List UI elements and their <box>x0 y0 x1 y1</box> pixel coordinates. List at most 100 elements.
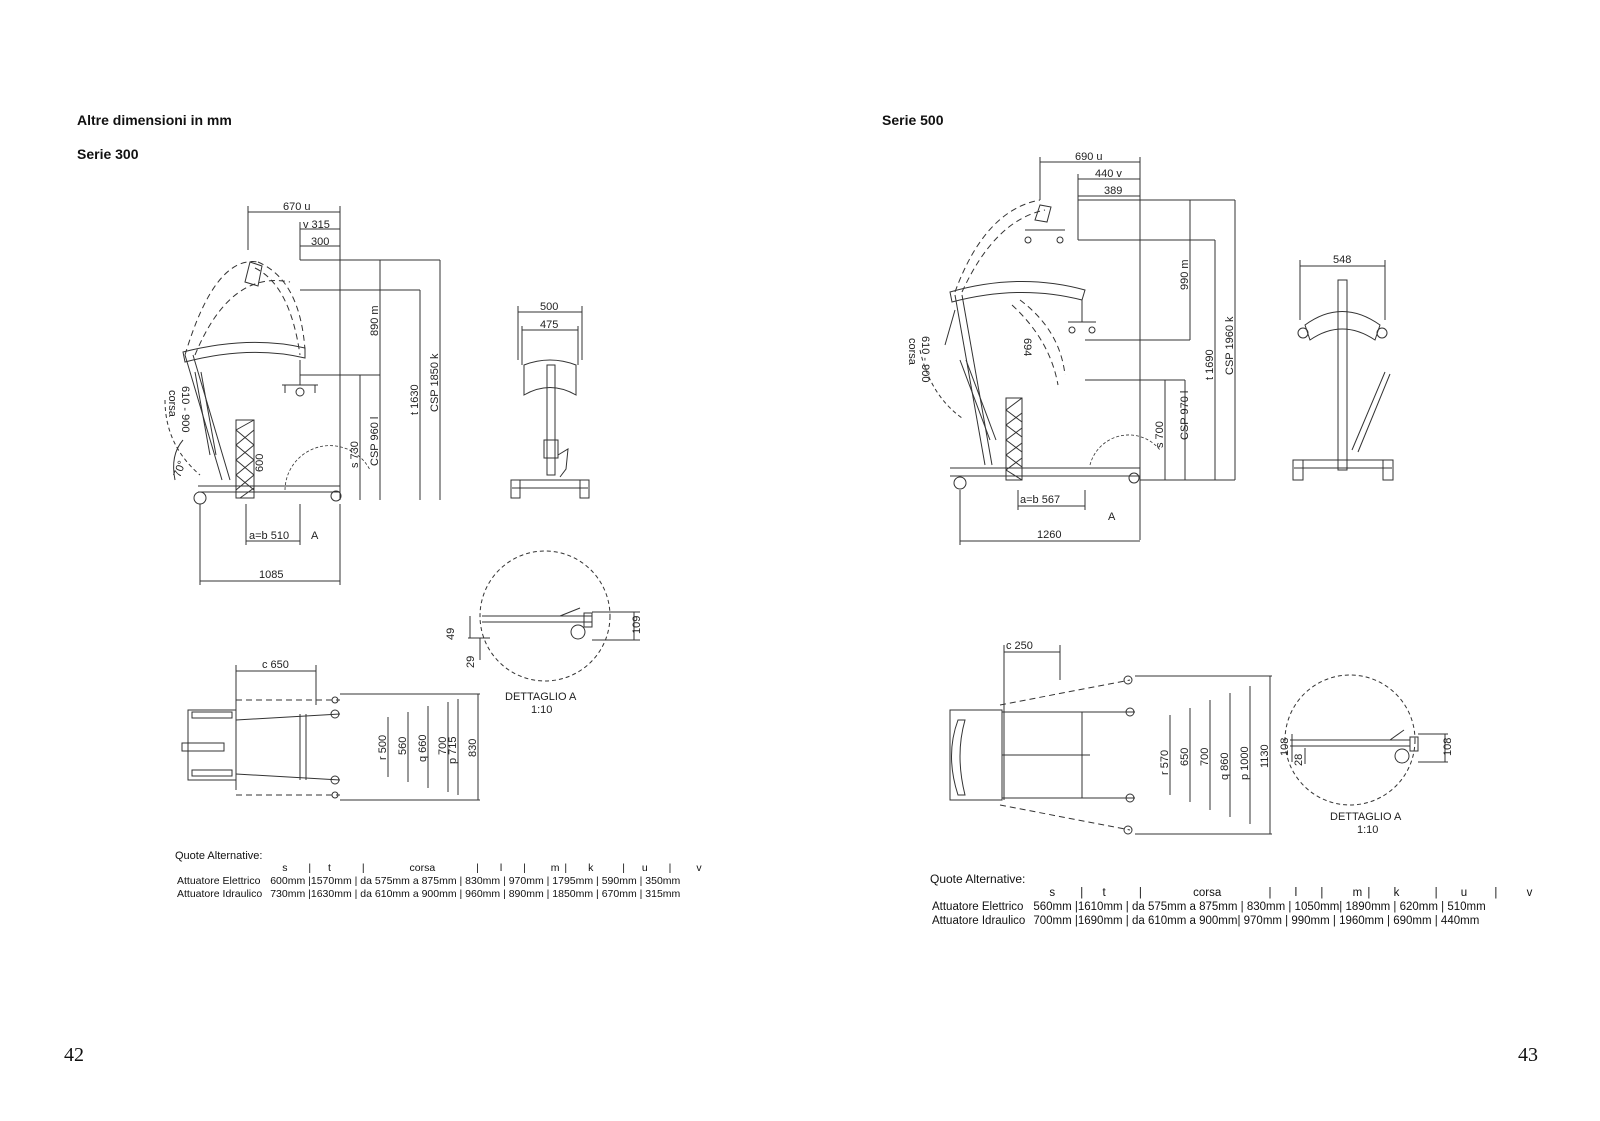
header-v: v <box>1526 887 1533 899</box>
header-corsa: corsa <box>409 862 436 874</box>
header-sep: | <box>1080 887 1084 899</box>
quote-header-row: s | t | corsa | l | m | k | u | v <box>930 886 1534 900</box>
dim-q-500: q 860 <box>1219 752 1231 780</box>
dim-base: 1085 <box>259 569 283 581</box>
dim-300: 300 <box>311 236 329 248</box>
quote-title: Quote Alternative: <box>930 872 1026 886</box>
header-sep: | <box>668 862 672 874</box>
header-l: l <box>499 862 503 874</box>
series-500-top-view <box>949 645 1272 835</box>
quote-alternative-left: Quote Alternative: s | t | corsa | l | m… <box>175 850 704 901</box>
label-a-500: A <box>1108 511 1116 523</box>
header-k: k <box>588 862 594 874</box>
header-sep: | <box>564 862 568 874</box>
header-u: u <box>641 862 648 874</box>
dim-475: 475 <box>540 319 558 331</box>
quote-row-values: 730mm |1630mm | da 610mm a 900mm | 960mm… <box>270 888 681 900</box>
quote-row: Attuatore Elettrico 560mm |1610mm | da 5… <box>930 900 1534 914</box>
dim-range-500: 610 - 900 <box>919 336 931 382</box>
header-sep: | <box>1138 887 1142 899</box>
quote-row-label: Attuatore Idraulico <box>932 915 1026 927</box>
series-300-detail-a <box>468 550 640 682</box>
dim-389: 389 <box>1104 185 1122 197</box>
quote-header: s | t | corsa | l | m | k | u | v <box>1031 886 1534 900</box>
quote-row-values: 600mm |1570mm | da 575mm a 875mm | 830mm… <box>270 875 681 887</box>
quote-header-row: s | t | corsa | l | m | k | u | v <box>175 862 704 875</box>
dim-109: 109 <box>631 616 643 634</box>
header-k: k <box>1393 887 1400 899</box>
quote-row-values: 560mm |1610mm | da 575mm a 875mm | 830mm… <box>1033 901 1486 913</box>
header-m: m <box>1352 887 1363 899</box>
series-300-side-view <box>164 206 441 585</box>
header-sep: | <box>1268 887 1272 899</box>
dim-v-500: 440 v <box>1095 168 1122 180</box>
dim-c-500: c 250 <box>1006 640 1033 652</box>
header-t: t <box>328 862 331 874</box>
dim-t-500: t 1690 <box>1204 349 1216 380</box>
quote-table: s | t | corsa | l | m | k | u | v Attuat… <box>175 862 704 901</box>
dim-r-500: r 570 <box>1159 750 1171 775</box>
series-300-title: Serie 300 <box>77 146 139 162</box>
dim-t: t 1630 <box>409 384 421 415</box>
quote-title: Quote Alternative: <box>175 850 263 862</box>
dim-830: 830 <box>467 739 479 757</box>
dim-l: CSP 960 l <box>369 417 381 466</box>
quote-table: s | t | corsa | l | m | k | u | v Attuat… <box>930 886 1534 928</box>
header-l: l <box>1294 887 1298 899</box>
dim-650: 650 <box>1179 748 1191 766</box>
dim-560: 560 <box>397 737 409 755</box>
dim-r: r 500 <box>377 735 389 760</box>
dim-corsa-500: corsa <box>906 338 918 366</box>
dim-ab: a=b 510 <box>249 530 289 542</box>
quote-row: Attuatore Idraulico 730mm |1630mm | da 6… <box>175 888 704 901</box>
series-300-front-view <box>510 306 590 499</box>
header-v: v <box>696 862 702 874</box>
dim-q: q 660 <box>417 734 429 762</box>
dim-600: 600 <box>254 454 266 472</box>
header-sep: | <box>361 862 365 874</box>
label-a: A <box>311 530 319 542</box>
section-title: Altre dimensioni in mm <box>77 112 232 128</box>
header-corsa: corsa <box>1193 887 1222 899</box>
dim-548: 548 <box>1333 254 1351 266</box>
dim-1130: 1130 <box>1259 744 1271 768</box>
page-number-left: 42 <box>64 1044 84 1066</box>
dim-s-500: s 700 <box>1154 421 1166 448</box>
dim-corsa: corsa <box>166 390 178 418</box>
dim-base-500: 1260 <box>1037 529 1061 541</box>
header-sep: | <box>622 862 625 874</box>
series-300-top-view <box>181 665 480 801</box>
dim-m: 890 m <box>369 305 381 336</box>
quote-row-label: Attuatore Elettrico <box>932 901 1024 913</box>
dim-108b: 108 <box>1442 738 1454 756</box>
dim-p-500: p 1000 <box>1239 746 1251 780</box>
quote-row-values: 700mm |1690mm | da 610mm a 900mm| 970mm … <box>1033 915 1480 927</box>
dim-s: s 730 <box>349 441 361 468</box>
header-s: s <box>282 862 288 874</box>
header-sep: | <box>476 862 479 874</box>
quote-label-spacer <box>175 862 268 875</box>
header-sep: | <box>1367 887 1371 899</box>
dim-v: v 315 <box>303 219 330 231</box>
dim-c: c 650 <box>262 659 289 671</box>
dim-k-500: CSP 1960 k <box>1224 316 1236 375</box>
header-m: m <box>550 862 560 874</box>
dim-29: 29 <box>465 656 477 668</box>
quote-header: s | t | corsa | l | m | k | u | v <box>268 862 703 875</box>
dim-angle: 70° <box>172 459 189 479</box>
header-sep: | <box>1434 887 1438 899</box>
quote-alternative-right: Quote Alternative: s | t | corsa | l | m… <box>930 872 1534 928</box>
dim-700-500: 700 <box>1199 748 1211 766</box>
quote-row: Attuatore Elettrico 600mm |1570mm | da 5… <box>175 875 704 888</box>
dim-k: CSP 1850 k <box>429 353 441 412</box>
page-number-right: 43 <box>1518 1044 1538 1066</box>
header-sep: | <box>1494 887 1498 899</box>
dim-694: 694 <box>1021 338 1033 356</box>
series-500-title: Serie 500 <box>882 112 944 128</box>
quote-row-label: Attuatore Elettrico <box>177 875 261 887</box>
detail-a-scale-500: 1:10 <box>1357 824 1378 836</box>
header-sep: | <box>308 862 312 874</box>
quote-row: Attuatore Idraulico 700mm |1690mm | da 6… <box>930 914 1534 928</box>
header-s: s <box>1049 887 1056 899</box>
